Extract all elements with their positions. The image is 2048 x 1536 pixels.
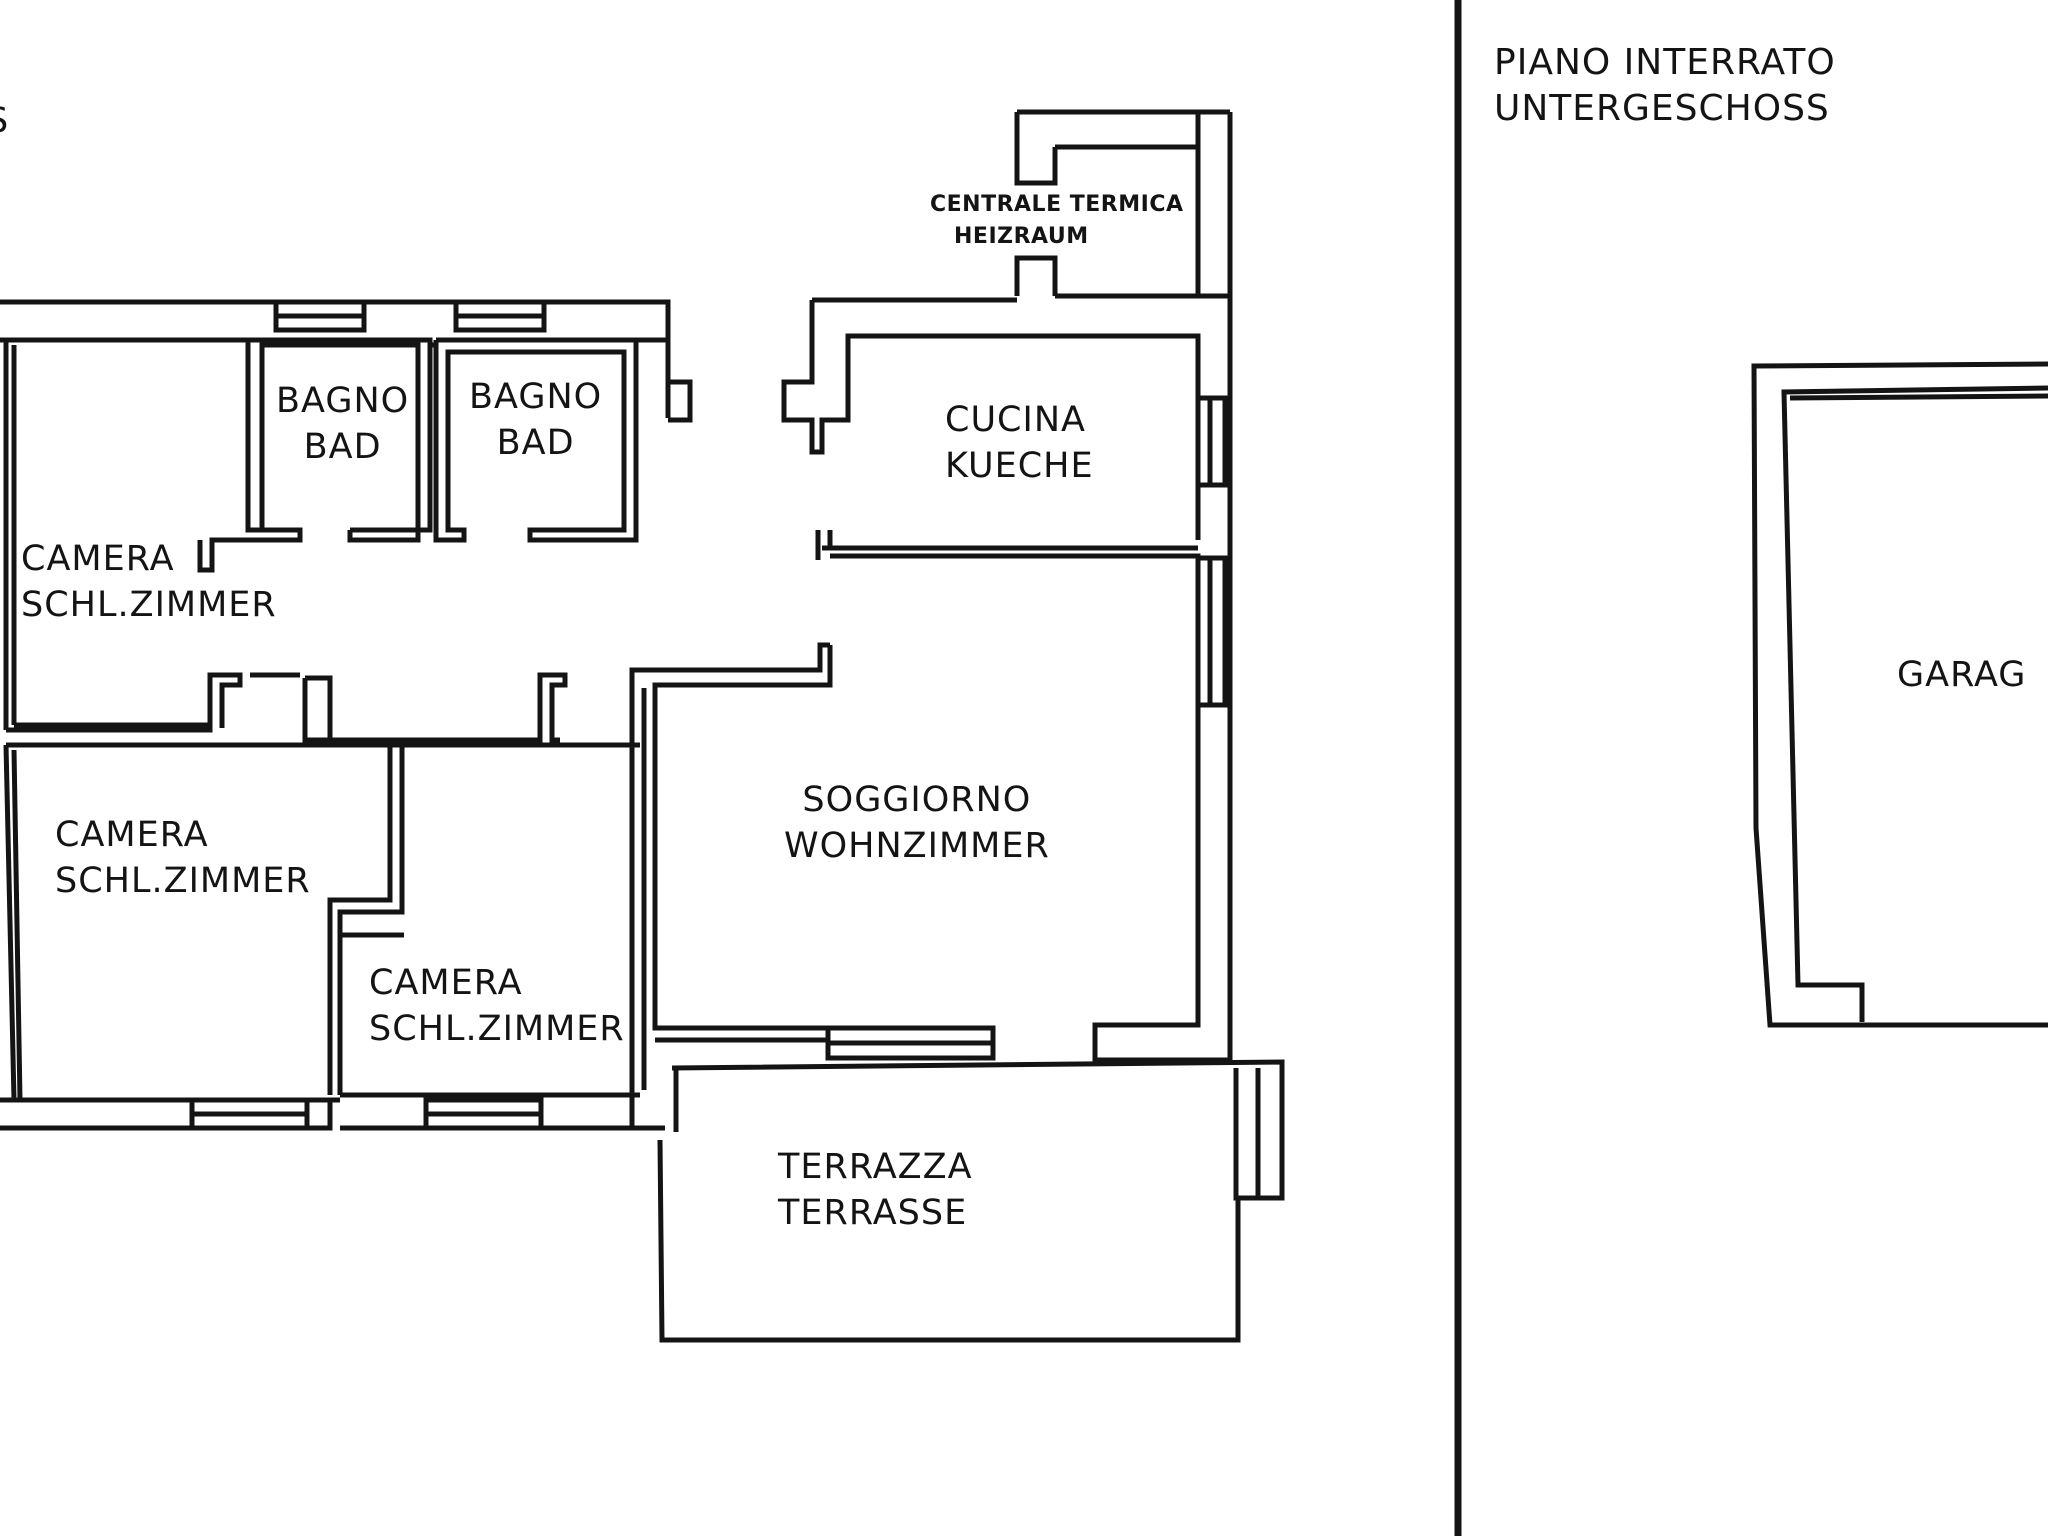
room-label-line1: CAMERA (55, 815, 209, 855)
room-label-bathroom-1: BAGNO BAD (276, 378, 409, 470)
room-label-bedroom-2: CAMERA SCHL.ZIMMER (55, 812, 311, 904)
room-label-line2: SCHL.ZIMMER (369, 1009, 625, 1049)
room-label-kitchen: CUCINA KUECHE (945, 397, 1094, 489)
room-label-bathroom-2: BAGNO BAD (469, 374, 602, 466)
basement-title: PIANO INTERRATO UNTERGESCHOSS (1494, 40, 1836, 132)
room-label-line2: WOHNZIMMER (784, 826, 1050, 866)
kitchen-walls (781, 300, 1228, 560)
room-label-line1: SOGGIORNO (802, 780, 1032, 820)
bedroom-2-walls (3, 672, 568, 1101)
room-label-line1: CAMERA (369, 963, 523, 1003)
partial-left-label: S (0, 98, 9, 144)
outer-walls (0, 109, 1233, 1131)
windows (189, 299, 996, 1131)
room-label-line1: BAGNO (469, 377, 603, 417)
room-label-line2: SCHL.ZIMMER (21, 585, 277, 625)
room-label-heating-room: CENTRALE TERMICA HEIZRAUM (930, 189, 1184, 253)
basement-title-line1: PIANO INTERRATO (1494, 42, 1836, 83)
room-label-bedroom-3: CAMERA SCHL.ZIMMER (369, 960, 625, 1052)
living-room-walls (629, 553, 1230, 1131)
room-label-terrace: TERRAZZA TERRASSE (778, 1144, 973, 1236)
room-label-line1: CAMERA (21, 539, 175, 579)
basement-title-line2: UNTERGESCHOSS (1494, 88, 1830, 129)
room-label-line2: BAD (496, 423, 575, 463)
room-label-line2: SCHL.ZIMMER (55, 861, 311, 901)
room-label-line2: HEIZRAUM (954, 224, 1089, 249)
room-label-line2: BAD (303, 427, 382, 467)
room-label-living-room: SOGGIORNO WOHNZIMMER (784, 777, 1050, 869)
room-label-line1: CENTRALE TERMICA (930, 192, 1184, 217)
room-label-line1: CUCINA (945, 400, 1086, 440)
room-label-bedroom-1: CAMERA SCHL.ZIMMER (21, 536, 277, 628)
garage-walls (1751, 361, 2048, 1028)
terrace-walls (657, 1059, 1285, 1343)
bedroom-3-walls (340, 742, 640, 1098)
room-label-garage: GARAG (1897, 655, 2027, 695)
room-label-line1: TERRAZZA (778, 1147, 973, 1187)
bathroom-walls (197, 337, 693, 573)
room-label-line1: BAGNO (276, 381, 410, 421)
room-label-line2: KUECHE (945, 446, 1094, 486)
room-label-line2: TERRASSE (778, 1193, 968, 1233)
